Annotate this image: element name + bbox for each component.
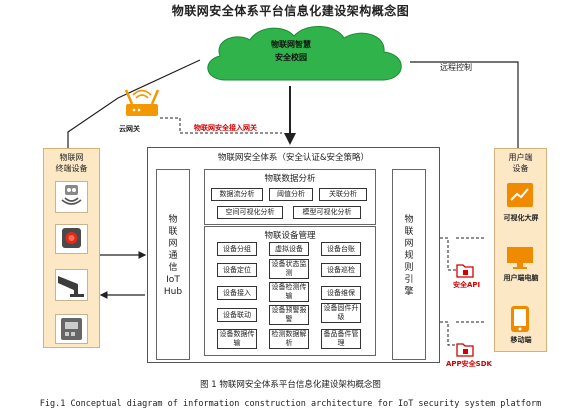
iot-hub-char: 通	[168, 251, 178, 261]
analysis-cell: 模型可视化分析	[293, 206, 361, 219]
analysis-cell: 阈值分析	[269, 188, 313, 201]
sensor-device-icon	[55, 181, 88, 213]
app-sdk-label: APP安全SDK	[446, 360, 492, 368]
control-panel-icon	[55, 314, 88, 344]
mobile-phone-icon	[509, 305, 531, 333]
rule-engine-char: 规	[404, 251, 414, 261]
cloud-label-line1: 物联网智慧	[271, 40, 311, 49]
router-icon	[124, 89, 160, 116]
rule-engine-label: 物 联 网 规 则 引 擎	[393, 214, 425, 298]
device-management-panel: 物联设备管理 设备分组 虚拟设备 设备台账 设备定位 设备状态监测 设备巡检 设…	[204, 226, 376, 356]
iot-hub-char: 物	[168, 215, 178, 225]
left-to-cloud-line	[67, 59, 201, 148]
desktop-computer-label: 用户端电脑	[503, 274, 539, 282]
dashboard-screen-label: 可视化大屏	[503, 214, 539, 222]
iot-hub-label: 物 联 网 通 信 IoT Hub	[157, 214, 189, 298]
security-platform-title: 物联网安全体系（安全认证&安全策略）	[217, 153, 370, 163]
cloud-label-line2: 安全校园	[275, 53, 307, 62]
rule-engine-char: 则	[404, 263, 414, 273]
api-dashed-line	[440, 237, 456, 271]
desktop-computer-icon	[505, 245, 535, 271]
device-cell: 设备巡检	[321, 263, 361, 277]
user-devices-panel: 用户端 设备 可视化大屏 用户端电脑 移动端	[494, 148, 547, 352]
cloud-label: 物联网智慧 安全校园	[248, 38, 334, 64]
device-cell: 检测数据解析	[269, 329, 309, 349]
app-sdk-folder-icon	[456, 343, 474, 357]
right-to-cloud-line	[410, 61, 519, 148]
device-cell: 设备数据传输	[217, 329, 257, 349]
device-cell: 备品备件管理	[321, 329, 361, 349]
rule-engine-char: 引	[404, 275, 414, 285]
device-cell: 设备维保	[321, 286, 361, 300]
device-cell: 设备检测传输	[269, 282, 309, 302]
device-cell: 设备分组	[217, 242, 257, 256]
terminal-devices-title: 物联网 终端设备	[44, 152, 99, 174]
analysis-cell: 关联分析	[319, 188, 367, 201]
rule-engine-box: 物 联 网 规 则 引 擎	[392, 169, 426, 360]
iot-hub-char: 信	[168, 263, 178, 273]
figure-caption-en: Fig.1 Conceptual diagram of information …	[39, 399, 542, 409]
gateway-link-label: 物联网安全接入网关	[194, 124, 257, 132]
analysis-cell: 数据流分析	[211, 188, 263, 201]
iot-hub-box: 物 联 网 通 信 IoT Hub	[156, 169, 190, 360]
cloud-icon	[207, 25, 402, 81]
device-cell: 虚拟设备	[269, 242, 309, 256]
terminal-devices-panel: 物联网 终端设备	[43, 148, 100, 348]
rule-engine-char: 联	[404, 227, 414, 237]
security-api-label: 安全API	[453, 281, 481, 289]
device-cell: 设备联动	[217, 308, 257, 322]
device-cell: 设备定位	[217, 263, 257, 277]
alarm-button-icon	[55, 224, 88, 254]
device-cell: 设备状态监测	[269, 259, 309, 279]
analysis-cell: 空间可视化分析	[217, 206, 283, 219]
security-api-folder-icon	[456, 264, 474, 278]
mobile-phone-label: 移动端	[510, 336, 532, 344]
user-devices-title-line2: 设备	[512, 164, 529, 173]
user-devices-title: 用户端 设备	[495, 152, 546, 174]
rule-engine-char: 物	[404, 215, 414, 225]
data-analysis-panel: 物联数据分析 数据流分析 阈值分析 关联分析 空间可视化分析 模型可视化分析	[204, 169, 376, 225]
rule-engine-char: 网	[404, 239, 414, 249]
device-cell: 设备预警报警	[269, 305, 309, 325]
rule-engine-char: 擎	[404, 287, 414, 297]
figure-caption-zh: 图 1 物联网安全体系平台信息化建设架构概念图	[200, 380, 381, 390]
device-cell: 设备固件升级	[321, 303, 361, 323]
dashboard-screen-icon	[507, 183, 533, 207]
device-cell: 设备接入	[217, 286, 257, 300]
iot-hub-char: Hub	[163, 287, 183, 297]
terminal-devices-title-line1: 物联网	[59, 153, 84, 162]
iot-hub-char: 联	[168, 227, 178, 237]
data-analysis-title: 物联数据分析	[264, 174, 316, 184]
user-devices-title-line1: 用户端	[508, 153, 533, 162]
diagram-title: 物联网安全体系平台信息化建设架构概念图	[171, 4, 410, 18]
device-cell: 设备台账	[321, 242, 361, 256]
device-management-title: 物联设备管理	[264, 231, 316, 241]
camera-icon	[55, 269, 88, 301]
iot-hub-char: 网	[168, 239, 178, 249]
remote-control-label: 远程控制	[440, 63, 472, 72]
terminal-devices-title-line2: 终端设备	[55, 164, 88, 173]
router-label: 云网关	[119, 125, 140, 133]
gateway-dashed-line	[160, 117, 282, 134]
iot-hub-char: IoT	[166, 275, 180, 285]
sdk-dashed-line	[440, 321, 456, 346]
